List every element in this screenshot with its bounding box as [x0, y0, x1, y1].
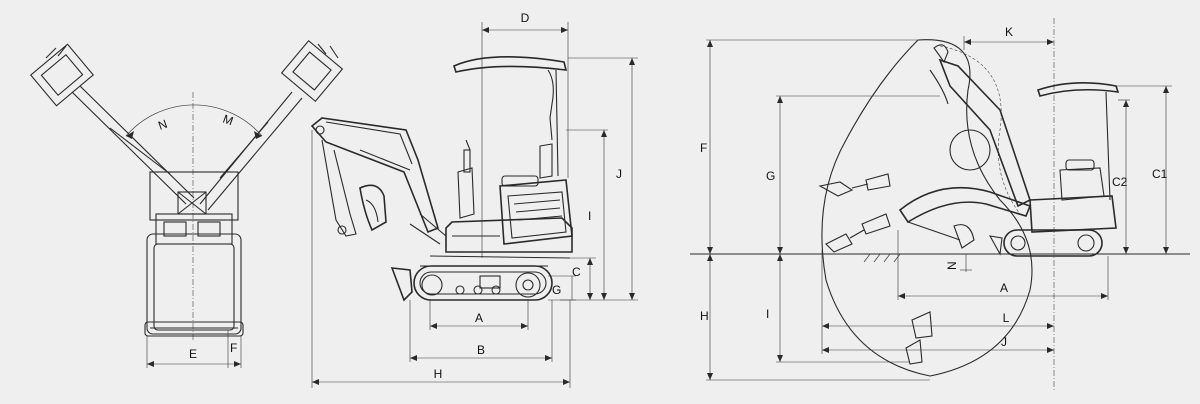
- dim-label-k: K: [1005, 25, 1013, 39]
- dim-label-n: N: [945, 261, 959, 270]
- dim-label-a: A: [475, 311, 483, 325]
- dim-label-c: C: [572, 265, 581, 279]
- side-view: D J I C G A B H: [310, 11, 638, 388]
- front-boom-left: [29, 43, 195, 205]
- dim-label-f: F: [700, 141, 707, 155]
- dim-label-h: H: [700, 309, 709, 323]
- reach-buckets: [818, 173, 933, 365]
- dim-label-i: I: [588, 209, 591, 223]
- dim-label-d: D: [521, 11, 530, 25]
- reach-machine: [988, 82, 1120, 257]
- dim-label-h: H: [434, 367, 443, 381]
- dim-label-c2: C2: [1112, 175, 1128, 189]
- front-view: E F N M: [29, 39, 344, 368]
- dim-label-l: L: [1003, 311, 1010, 325]
- dim-label-c1: C1: [1152, 167, 1168, 181]
- reach-boom-raised: [929, 44, 1031, 208]
- side-tracks: [390, 255, 571, 302]
- dim-label-j: J: [1001, 335, 1007, 349]
- dim-label-i: I: [766, 307, 769, 321]
- ground-hatch: [863, 253, 901, 263]
- dim-label-a: A: [1000, 281, 1008, 295]
- dim-label-j: J: [616, 167, 622, 181]
- side-boom: [310, 117, 447, 245]
- reach-view: F G H I K C1 C2 N A: [690, 18, 1190, 390]
- dim-label-f: F: [230, 341, 237, 355]
- dim-label-e: E: [189, 347, 197, 361]
- angle-label-m: M: [221, 112, 235, 129]
- side-canopy: [453, 56, 568, 177]
- dim-label-b: B: [477, 343, 485, 357]
- side-body: [445, 139, 573, 253]
- dim-label-g: G: [766, 169, 775, 183]
- angle-label-n: N: [156, 117, 169, 133]
- front-boom-right: [199, 39, 344, 211]
- dim-label-g: G: [552, 283, 561, 297]
- reach-boom-extended: [898, 186, 1032, 249]
